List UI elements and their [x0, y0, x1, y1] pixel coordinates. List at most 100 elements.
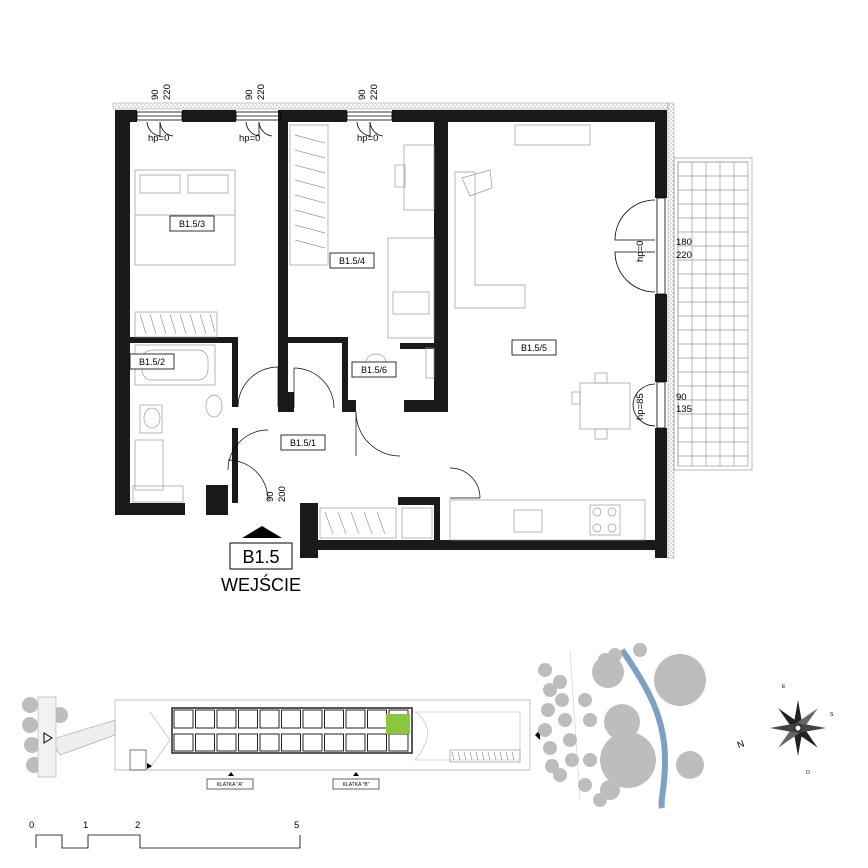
klatka-a-label: KLATKA "A"	[217, 782, 244, 788]
tree-icon	[22, 697, 38, 713]
site-cell	[238, 733, 258, 752]
window-3-height: 220	[369, 84, 380, 100]
compass-n: N	[736, 738, 746, 751]
site-cell	[302, 733, 323, 752]
doors	[227, 366, 481, 501]
site-cell	[195, 709, 215, 729]
window-1-width: 90	[150, 89, 161, 100]
tree-icon	[600, 732, 656, 788]
tree-icon	[22, 717, 38, 733]
tree-icon	[538, 663, 552, 677]
tree-icon	[24, 737, 40, 753]
window-3-width: 90	[357, 89, 368, 100]
tree-icon	[543, 683, 557, 697]
tree-icon	[592, 656, 624, 688]
scale-tick-2: 2	[135, 820, 140, 831]
windows	[136, 111, 666, 429]
tree-icon	[583, 713, 597, 727]
site-cell	[281, 709, 301, 729]
entrance-label: WEJŚCIE	[221, 574, 301, 595]
tree-icon	[538, 723, 552, 737]
site-cell	[367, 709, 387, 729]
entrance-arrow-icon	[242, 526, 282, 538]
entrance-door-width: 90	[265, 491, 276, 502]
window-2-sill: hp=0	[239, 133, 260, 144]
side-window-height: 135	[676, 404, 692, 415]
tree-icon	[563, 733, 577, 747]
tree-icon	[555, 693, 569, 707]
tree-icon	[578, 693, 592, 707]
site-cell	[259, 733, 280, 752]
window-2-width: 90	[244, 89, 255, 100]
window-1-sill: hp=0	[148, 133, 169, 144]
site-cell	[216, 733, 237, 752]
building-cells	[173, 709, 409, 752]
room-b152: B1.5/2	[129, 353, 175, 370]
site-cell	[216, 709, 237, 729]
balcony-door-sill: hp=0	[635, 241, 646, 262]
tree-icon	[558, 713, 572, 727]
site-cell	[367, 733, 387, 752]
site-cell	[388, 733, 409, 752]
side-window-width: 90	[676, 392, 687, 403]
site-cell	[195, 733, 215, 752]
tree-icon	[604, 704, 640, 740]
site-cell	[302, 709, 323, 729]
room-b154: B1.5/4	[329, 252, 375, 269]
side-window-sill: hp=85	[635, 393, 646, 420]
tree-icon	[565, 753, 579, 767]
compass-w: O	[806, 770, 810, 776]
site-cell	[345, 709, 366, 729]
tree-icon	[654, 654, 706, 706]
unit-label: B1.5	[242, 547, 279, 567]
window-3-sill: hp=0	[357, 133, 378, 144]
tree-icon	[633, 643, 647, 657]
room-label-b155: B1.5/5	[521, 343, 547, 353]
site-cell	[238, 709, 258, 729]
unit-highlight	[386, 714, 410, 734]
site-cell	[324, 709, 344, 729]
scale-tick-5: 5	[294, 820, 299, 831]
room-b153: B1.5/3	[169, 215, 215, 232]
tree-icon	[578, 778, 592, 792]
tree-icon	[553, 768, 567, 782]
room-label-b154: B1.5/4	[339, 256, 365, 266]
tree-icon	[543, 741, 557, 755]
room-labels: B1.5/3 B1.5/4 B1.5/2 B1.5/6 B1.5/5 B1.5/…	[129, 215, 557, 451]
room-label-b153: B1.5/3	[179, 219, 205, 229]
compass-s: S	[830, 712, 834, 718]
tree-icon	[541, 703, 555, 717]
site-cell	[259, 709, 280, 729]
site-cell	[173, 733, 194, 752]
scale-tick-0: 0	[29, 820, 34, 831]
entrance-door-height: 200	[277, 486, 288, 502]
tree-icon	[600, 780, 620, 800]
tree-icon	[676, 751, 704, 779]
room-label-b156: B1.5/6	[361, 365, 387, 375]
site-cell	[173, 709, 194, 729]
scale-bar: 0 1 2 5	[29, 820, 301, 849]
window-2-height: 220	[256, 84, 267, 100]
furniture	[132, 124, 646, 541]
compass-e: E	[782, 684, 786, 690]
window-1-height: 220	[162, 84, 173, 100]
tree-icon	[553, 675, 567, 689]
window-dimensions: 90 220 90 220 90 220 hp=0 hp=0 hp=0 hp=0…	[148, 84, 692, 502]
compass: N E S O	[736, 684, 834, 776]
balcony-door-width: 180	[676, 237, 692, 248]
tree-icon	[545, 759, 559, 773]
room-b151: B1.5/1	[280, 434, 326, 451]
room-b156: B1.5/6	[351, 361, 397, 378]
river	[619, 648, 669, 809]
walls	[115, 110, 667, 558]
klatka-b-label: KLATKA "B"	[343, 782, 370, 788]
exterior-insulation	[112, 102, 675, 559]
site-plan: KLATKA "A" KLATKA "B"	[22, 643, 706, 809]
room-b155: B1.5/5	[511, 339, 557, 356]
balcony-door-height: 220	[676, 250, 692, 261]
tree-icon	[583, 753, 597, 767]
room-label-b152: B1.5/2	[139, 357, 165, 367]
site-cell	[281, 733, 301, 752]
entrance-marker: B1.5 WEJŚCIE	[221, 526, 301, 595]
